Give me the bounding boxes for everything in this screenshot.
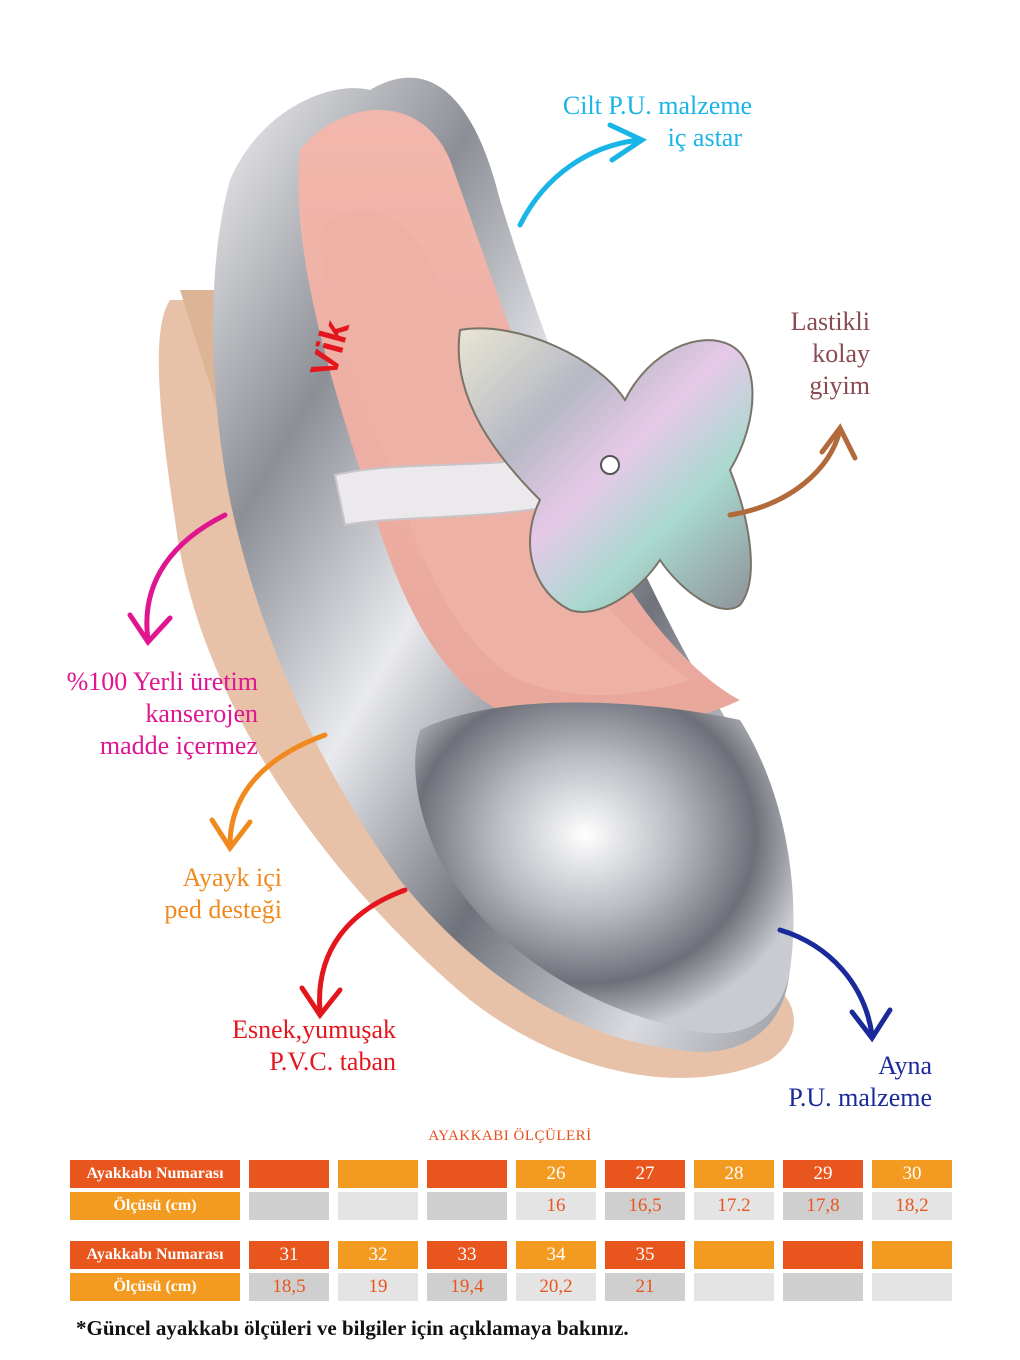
butterfly-ornament [457,327,754,613]
measure-cell [338,1192,418,1220]
size-cell [427,1160,507,1188]
feature-local: %100 Yerli üretim kanserojen madde içerm… [30,666,258,762]
annotation-arrows [127,122,893,1043]
measure-cell [783,1273,863,1301]
size-cell [249,1160,329,1188]
feature-local-line1: %100 Yerli üretim [66,667,258,696]
measure-cell: 20,2 [516,1273,596,1301]
measure-row-label: Ölçüsü (cm) [70,1192,240,1220]
arrow-sole-icon [317,887,408,1015]
size-row-label: Ayakkabı Numarası [70,1160,240,1188]
measure-cell: 18,5 [249,1273,329,1301]
feature-sole-line2: P.V.C. taban [269,1047,396,1076]
measure-cell [872,1273,952,1301]
size-cell: 35 [605,1241,685,1269]
size-cell [783,1241,863,1269]
footnote: *Güncel ayakkabı ölçüleri ve bilgiler iç… [76,1316,629,1340]
feature-lining-line2: iç astar [667,123,742,152]
arrow-lining-icon [517,137,643,228]
measure-row-2: Ölçüsü (cm) 18,5 19 19,4 20,2 21 [70,1273,952,1301]
feature-insole: Ayayk içi ped desteği [110,862,282,926]
size-cell [872,1241,952,1269]
measure-cell: 18,2 [872,1192,952,1220]
measure-cell: 17,8 [783,1192,863,1220]
measure-cell: 21 [605,1273,685,1301]
feature-sole-line1: Esnek,yumuşak [232,1015,396,1044]
size-cell: 26 [516,1160,596,1188]
measure-cell: 17.2 [694,1192,774,1220]
arrow-mirror-icon [777,927,875,1038]
arrow-elastic-icon [727,427,843,518]
size-cell: 30 [872,1160,952,1188]
feature-elastic-line1: Lastikli [790,307,870,336]
size-cell: 34 [516,1241,596,1269]
size-cell: 33 [427,1241,507,1269]
arrow-local-icon [144,512,228,643]
measure-cell [427,1192,507,1220]
feature-local-line2: kanserojen [145,699,258,728]
feature-insole-line1: Ayayk içi [182,863,282,892]
feature-insole-line2: ped desteği [164,895,282,924]
feature-elastic: Lastikli kolay giyim [740,306,870,402]
size-row-2: Ayakkabı Numarası 31 32 33 34 35 [70,1241,952,1269]
feature-elastic-line3: giyim [809,371,870,400]
size-table-title: AYAKKABI ÖLÇÜLERİ [428,1128,592,1144]
measure-cell: 16 [516,1192,596,1220]
size-cell [338,1160,418,1188]
feature-elastic-line2: kolay [812,339,870,368]
size-cell [694,1241,774,1269]
feature-sole: Esnek,yumuşak P.V.C. taban [200,1014,396,1078]
feature-lining: Cilt P.U. malzeme iç astar [545,90,770,154]
measure-cell: 19 [338,1273,418,1301]
size-cell: 31 [249,1241,329,1269]
size-cell: 27 [605,1160,685,1188]
measure-row-label: Ölçüsü (cm) [70,1273,240,1301]
measure-cell [694,1273,774,1301]
measure-cell: 16,5 [605,1192,685,1220]
feature-mirror-line1: Ayna [878,1051,932,1080]
feature-mirror-line2: P.U. malzeme [788,1083,932,1112]
arrow-insole-icon [227,732,328,848]
size-cell: 28 [694,1160,774,1188]
measure-row-1: Ölçüsü (cm) 16 16,5 17.2 17,8 18,2 [70,1192,952,1220]
measure-cell [249,1192,329,1220]
size-row-label: Ayakkabı Numarası [70,1241,240,1269]
size-cell: 32 [338,1241,418,1269]
feature-local-line3: madde içermez [99,731,258,760]
size-row-1: Ayakkabı Numarası 26 27 28 29 30 [70,1160,952,1188]
feature-mirror: Ayna P.U. malzeme [770,1050,932,1114]
size-cell: 29 [783,1160,863,1188]
shoe-image: Vik [158,77,794,1078]
measure-cell: 19,4 [427,1273,507,1301]
feature-lining-line1: Cilt P.U. malzeme [562,91,753,120]
